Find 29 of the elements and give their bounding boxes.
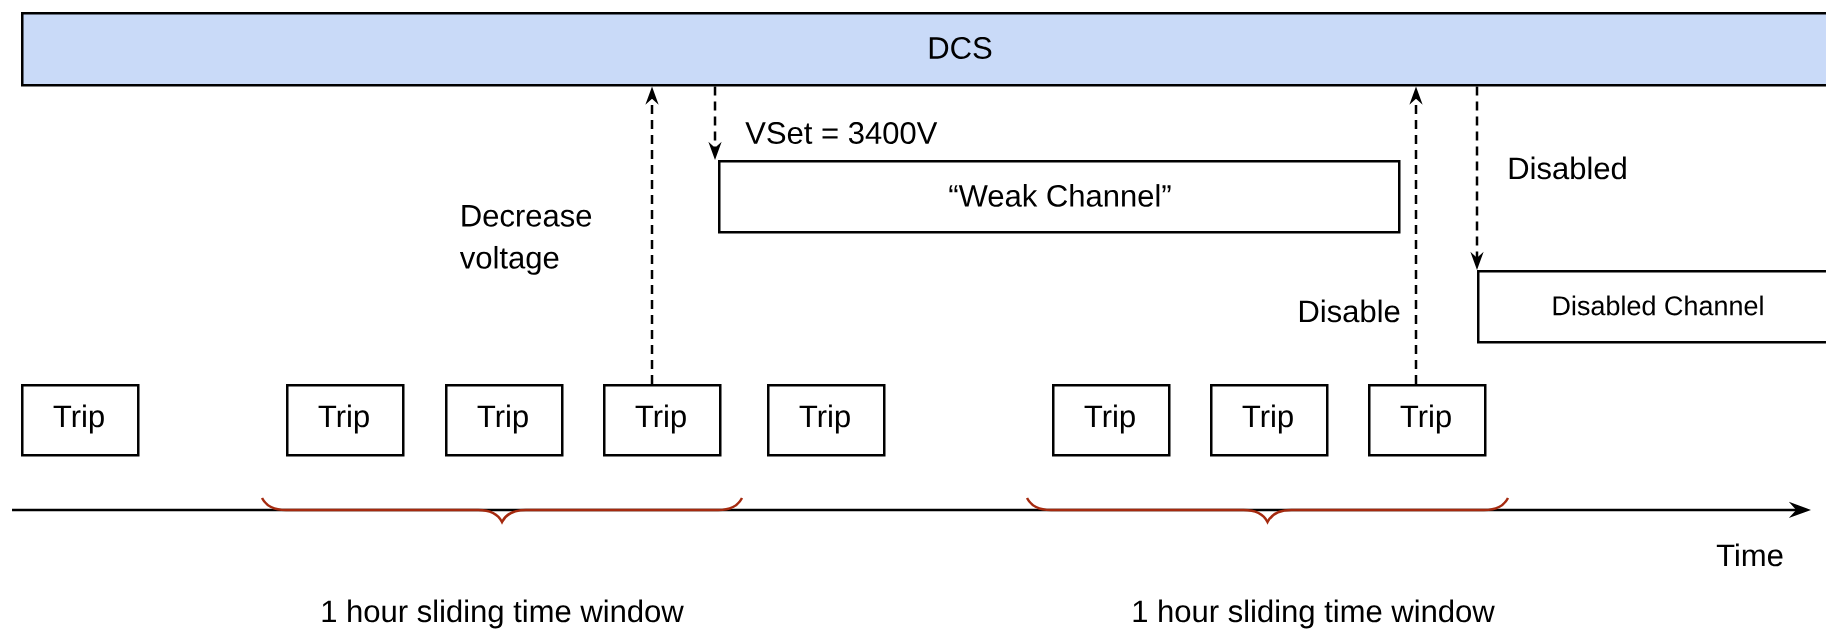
- event-box: [21, 384, 140, 457]
- edge-label: VSet = 3400V: [745, 122, 938, 144]
- event-box: [1210, 384, 1329, 457]
- node-label: Trip: [53, 404, 104, 434]
- bracket-label: 1 hour sliding time window: [322, 599, 684, 629]
- edge-label: Disabled: [1509, 156, 1626, 180]
- node-label: Disabled Channel: [1553, 295, 1763, 316]
- node-label: Trip: [477, 404, 528, 434]
- state-box: [718, 160, 1401, 234]
- node-label: Trip: [1084, 404, 1135, 434]
- status-bar: [21, 12, 1826, 87]
- node-label: Trip: [635, 404, 686, 434]
- bracket-label: 1 hour sliding time window: [1133, 599, 1495, 629]
- state-box: [1477, 270, 1826, 344]
- event-box: [1368, 384, 1487, 457]
- event-box: [445, 384, 564, 457]
- edge-label: Disable: [1299, 299, 1400, 323]
- edge-label: Decrease voltage: [459, 205, 592, 275]
- node-label: Trip: [318, 404, 369, 434]
- node-label: Trip: [1400, 404, 1451, 434]
- event-box: [603, 384, 722, 457]
- node-label: Trip: [1242, 404, 1293, 434]
- axis-label: Time: [1716, 543, 1783, 567]
- event-box: [767, 384, 886, 457]
- event-box: [286, 384, 405, 457]
- node-label: DCS: [929, 37, 992, 59]
- node-label: Trip: [799, 404, 850, 434]
- node-label: “Weak Channel”: [949, 184, 1171, 207]
- event-box: [1052, 384, 1171, 457]
